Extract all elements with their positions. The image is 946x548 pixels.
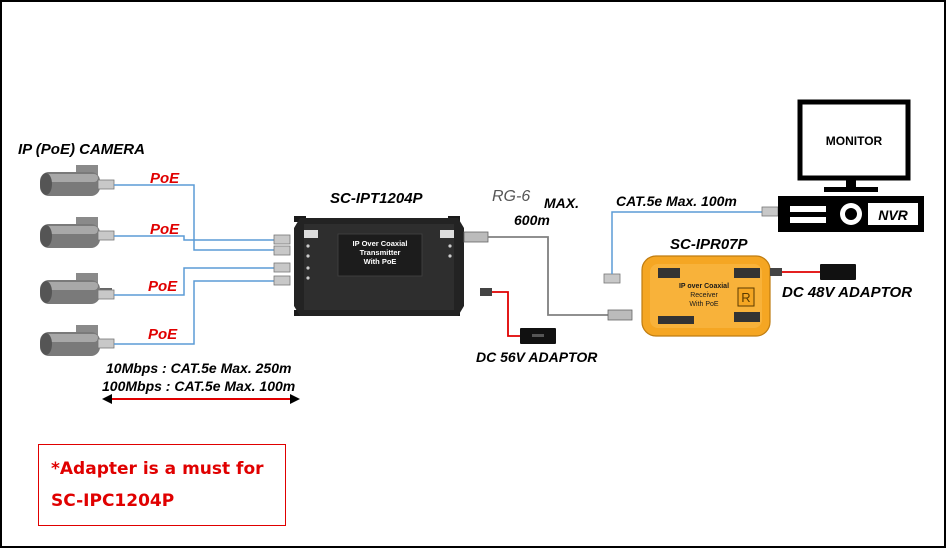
coax-distance-label: 600m <box>514 212 550 228</box>
receiver-device <box>641 255 771 337</box>
poe-label-4: PoE <box>148 326 178 343</box>
cat-cables-cameras <box>114 184 274 345</box>
poe-label-3: PoE <box>148 278 178 295</box>
transmitter-device <box>294 216 464 316</box>
transmitter-model: SC-IPT1204P <box>330 190 423 207</box>
receiver-face-line2: Receiver <box>690 292 718 299</box>
poe-label-2: PoE <box>150 221 180 238</box>
coax-max-label: MAX. <box>544 195 579 211</box>
receiver-model: SC-IPR07P <box>670 236 748 253</box>
adapter-note-line1: *Adapter is a must for <box>51 459 264 479</box>
adapter-note-line2: SC-IPC1204P <box>51 491 175 511</box>
receiver-face-line3: With PoE <box>689 301 719 308</box>
monitor <box>797 99 911 192</box>
adapter-note-box: *Adapter is a must for SC-IPC1204P <box>38 444 286 526</box>
transmitter-face-line2: Transmitter <box>360 248 401 257</box>
receiver-face-line1: IP over Coaxial <box>679 283 729 290</box>
transmitter-face-line3: With PoE <box>364 257 397 266</box>
distance-arrow <box>102 394 300 404</box>
camera-3 <box>40 273 112 304</box>
camera-4 <box>40 325 112 356</box>
camera-label: IP (PoE) CAMERA <box>18 141 145 158</box>
cable-spec-100mbps: 100Mbps : CAT.5e Max. 100m <box>102 378 296 394</box>
coax-cable <box>463 231 633 321</box>
adaptor-48v-label: DC 48V ADAPTOR <box>782 284 913 301</box>
cat-link-label: CAT.5e Max. 100m <box>616 193 737 209</box>
dc-56v-adaptor <box>480 288 556 344</box>
monitor-label: MONITOR <box>826 134 883 148</box>
transmitter-face-line1: IP Over Coaxial <box>353 239 408 248</box>
coax-rg6-label: RG-6 <box>492 188 531 205</box>
receiver-badge: R <box>741 290 750 305</box>
nvr-device <box>778 196 924 232</box>
transmitter-plugs <box>273 234 291 286</box>
poe-label-1: PoE <box>150 170 180 187</box>
camera-plugs <box>97 179 115 349</box>
nvr-label: NVR <box>878 207 908 223</box>
adaptor-56v-label: DC 56V ADAPTOR <box>476 349 598 365</box>
cable-spec-10mbps: 10Mbps : CAT.5e Max. 250m <box>106 360 292 376</box>
dc-48v-adaptor <box>770 264 856 280</box>
